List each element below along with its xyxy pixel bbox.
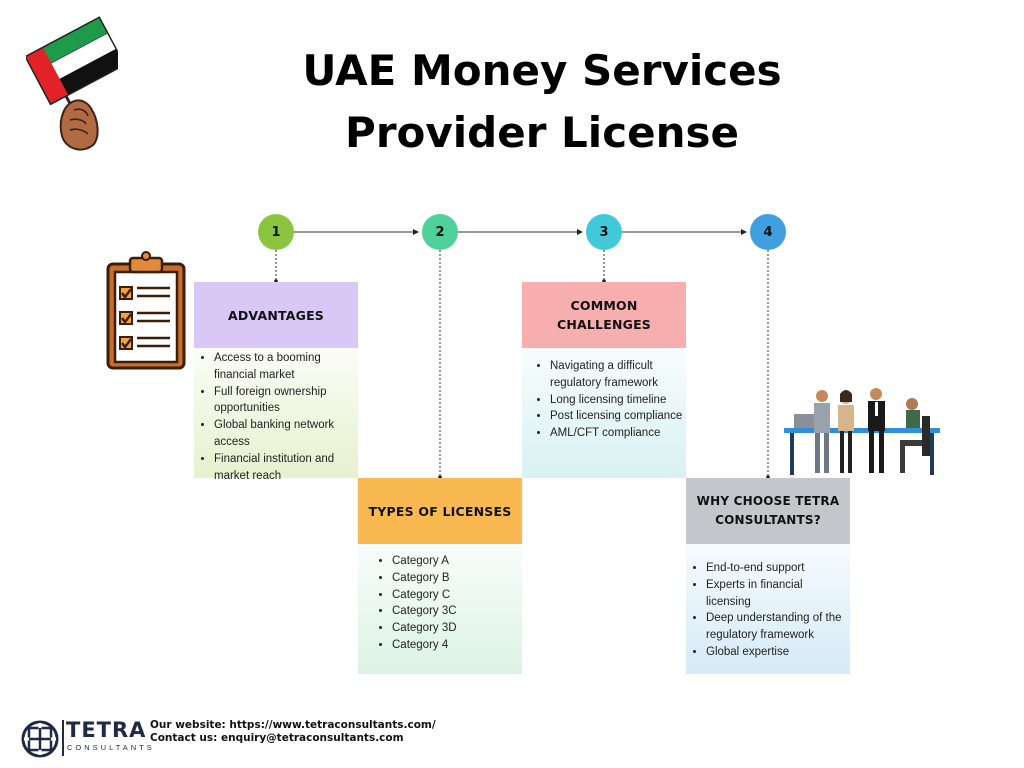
list-item: Post licensing compliance xyxy=(550,408,686,425)
challenges-heading: COMMON CHALLENGES xyxy=(522,282,686,348)
list-item: Category 3D xyxy=(392,620,522,637)
licenses-list: Category A Category B Category C Categor… xyxy=(358,544,522,674)
challenges-list: Navigating a difficult regulatory framew… xyxy=(522,348,686,478)
list-item: Financial institution and market reach xyxy=(214,451,358,485)
clipboard-checklist-icon xyxy=(106,251,186,370)
step-2-circle: 2 xyxy=(422,214,458,250)
list-item: Access to a booming financial market xyxy=(214,350,358,384)
list-item: Category 3C xyxy=(392,603,522,620)
page-title: UAE Money Services Provider License xyxy=(302,46,782,157)
uae-flag-icon xyxy=(26,16,118,151)
list-item: AML/CFT compliance xyxy=(550,425,686,442)
list-item: Category C xyxy=(392,587,522,604)
list-item: Global expertise xyxy=(706,644,850,661)
list-item: Category A xyxy=(392,553,522,570)
tetra-logo-icon xyxy=(21,720,59,758)
advantages-heading: ADVANTAGES xyxy=(194,282,358,348)
step-1-circle: 1 xyxy=(258,214,294,250)
list-item: Global banking network access xyxy=(214,417,358,451)
advantages-list: Access to a booming financial market Ful… xyxy=(194,348,358,482)
list-item: Navigating a difficult regulatory framew… xyxy=(550,358,686,392)
list-item: Deep understanding of the regulatory fra… xyxy=(706,610,850,644)
brand-subtitle: CONSULTANTS xyxy=(67,743,155,752)
brand-name: TETRA xyxy=(66,718,147,742)
list-item: Category 4 xyxy=(392,637,522,654)
footer-contact[interactable]: Contact us: enquiry@tetraconsultants.com xyxy=(150,732,404,744)
list-item: Experts in financial licensing xyxy=(706,577,850,611)
list-item: Long licensing timeline xyxy=(550,392,686,409)
list-item: Full foreign ownership opportunities xyxy=(214,384,358,418)
business-team-icon xyxy=(784,388,940,475)
licenses-heading: TYPES OF LICENSES xyxy=(358,478,522,544)
brand-divider xyxy=(62,720,64,756)
why-list: End-to-end support Experts in financial … xyxy=(686,544,850,674)
step-3-circle: 3 xyxy=(586,214,622,250)
list-item: Category B xyxy=(392,570,522,587)
footer-website[interactable]: Our website: https://www.tetraconsultant… xyxy=(150,719,436,731)
why-heading: WHY CHOOSE TETRA CONSULTANTS? xyxy=(686,478,850,544)
list-item: End-to-end support xyxy=(706,560,850,577)
step-4-circle: 4 xyxy=(750,214,786,250)
